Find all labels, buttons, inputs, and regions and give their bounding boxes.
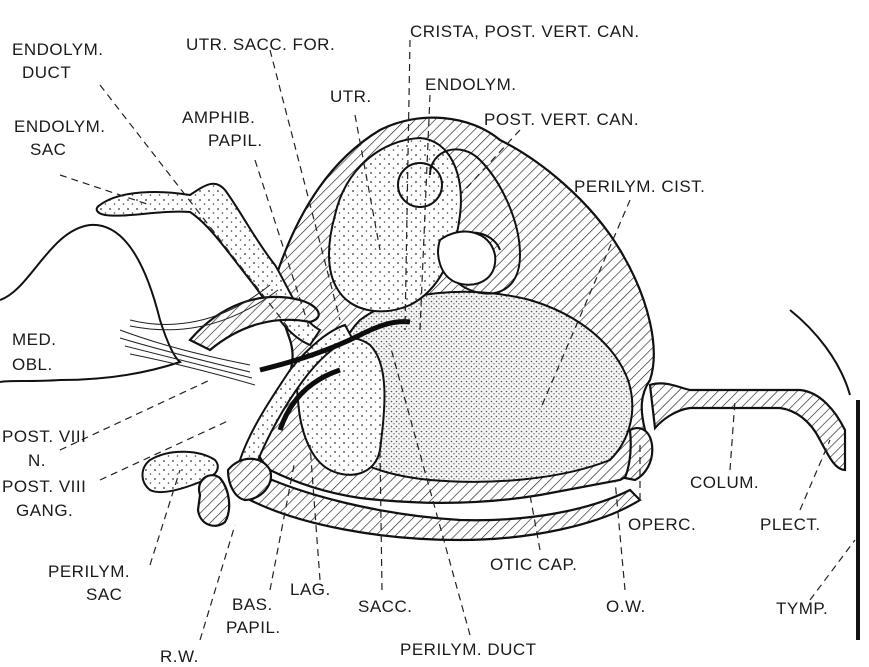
columella (650, 383, 845, 470)
label-endolym-duct-2: DUCT (22, 63, 71, 82)
label-crista: CRISTA, POST. VERT. CAN. (410, 22, 640, 41)
label-perilym-sac-2: SAC (86, 585, 122, 604)
label-tymp: TYMP. (776, 599, 828, 618)
label-med-obl: MED. (12, 330, 57, 349)
label-post-viii-n: POST. VIII (2, 427, 86, 446)
label-perilym-sac: PERILYM. (48, 562, 130, 581)
label-post-viii-n-2: N. (28, 451, 46, 470)
label-bas-papil: BAS. (232, 595, 273, 614)
label-sacc: SACC. (358, 597, 412, 616)
label-otic-cap: OTIC CAP. (490, 555, 577, 574)
label-amphib-papil-2: PAPIL. (208, 131, 263, 150)
label-utr: UTR. (330, 87, 372, 106)
head-outline (790, 310, 850, 395)
label-amphib-papil: AMPHIB. (182, 108, 255, 127)
label-endolym-sac: ENDOLYM. (14, 117, 106, 136)
label-operc: OPERC. (628, 515, 696, 534)
label-med-obl-2: OBL. (12, 355, 53, 374)
label-post-vert-can: POST. VERT. CAN. (484, 110, 639, 129)
label-post-viii-gang: POST. VIII (2, 477, 86, 496)
label-endolym: ENDOLYM. (425, 75, 517, 94)
label-utr-sacc-for: UTR. SACC. FOR. (186, 35, 335, 54)
label-endolym-sac-2: SAC (30, 140, 66, 159)
label-perilym-cist: PERILYM. CIST. (574, 177, 705, 196)
label-rw: R.W. (160, 647, 199, 666)
label-lag: LAG. (290, 580, 331, 599)
label-endolym-duct: ENDOLYM. (12, 40, 104, 59)
round-window (198, 475, 229, 526)
label-plect: PLECT. (760, 515, 821, 534)
label-bas-papil-2: PAPIL. (226, 618, 281, 637)
label-post-viii-gang-2: GANG. (16, 501, 73, 520)
label-ow: O.W. (606, 597, 646, 616)
label-perilym-duct: PERILYM. DUCT (400, 640, 537, 659)
label-colum: COLUM. (690, 473, 759, 492)
canal-ring (438, 232, 495, 285)
